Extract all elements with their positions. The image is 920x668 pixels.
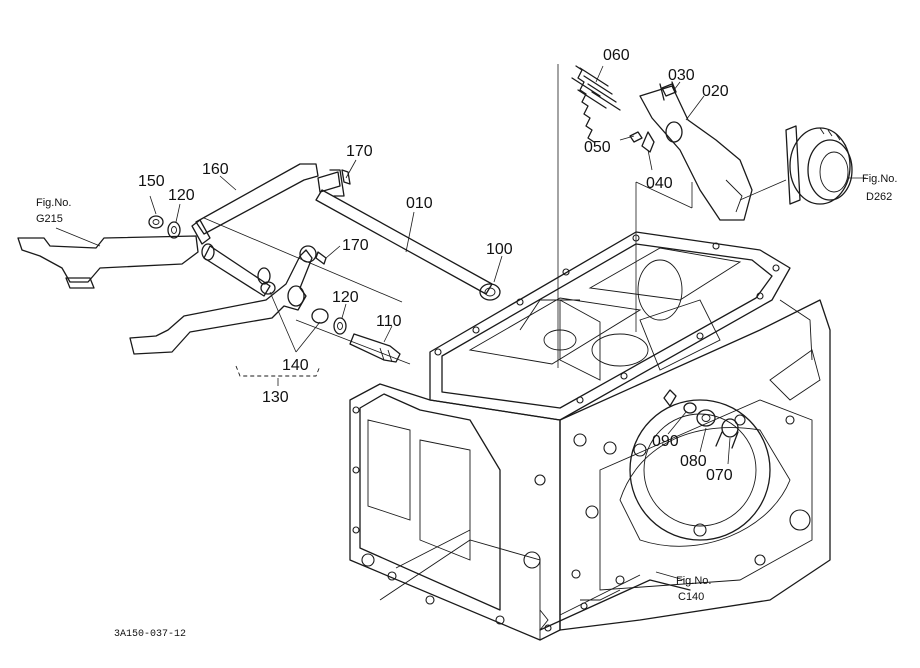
bolt-070 [715, 418, 739, 449]
washer-090 [683, 402, 697, 414]
label-100: 100 [486, 241, 513, 258]
label-030: 030 [668, 67, 695, 84]
transmission-housing [349, 231, 831, 641]
label-090: 090 [652, 433, 679, 450]
leader-lines [55, 64, 866, 581]
label-050: 050 [584, 139, 611, 156]
pin-030 [661, 83, 677, 97]
label-170-upper: 170 [346, 143, 373, 160]
label-170-lower: 170 [342, 237, 369, 254]
shift-fork-020 [639, 81, 753, 221]
rod-160 [191, 163, 319, 245]
label-150: 150 [138, 173, 165, 190]
label-080: 080 [680, 453, 707, 470]
pin-170-lower [315, 251, 327, 265]
stud-110 [349, 333, 401, 363]
bushing-150 [148, 215, 164, 229]
key-040 [641, 131, 655, 153]
label-110: 110 [376, 313, 402, 330]
part-labels: 060 030 020 050 040 170 160 150 120 010 … [138, 47, 733, 484]
bushing-140 [260, 281, 329, 324]
pin-170-upper [341, 169, 351, 185]
drawing-number: 3A150-037-12 [114, 629, 186, 640]
label-020: 020 [702, 83, 729, 100]
label-070: 070 [706, 467, 733, 484]
bushing-100 [479, 283, 501, 301]
label-140: 140 [282, 357, 309, 374]
shaft-010 [315, 169, 493, 295]
coupler-d262 [785, 125, 853, 205]
spring-060 [571, 65, 621, 143]
label-130: 130 [262, 389, 289, 406]
figure-references: Fig.No. G215 Fig.No. D262 Fig.No. C140 [36, 173, 897, 603]
label-060: 060 [603, 47, 630, 64]
fig-ref-c140-code: C140 [678, 591, 704, 603]
label-120-lower: 120 [332, 289, 359, 306]
washer-120-lower [333, 317, 347, 335]
clip-090 [663, 389, 677, 407]
fig-ref-g215-code: G215 [36, 213, 63, 225]
fig-ref-c140-label: Fig.No. [676, 575, 711, 587]
label-120-upper: 120 [168, 187, 195, 204]
label-010: 010 [406, 195, 433, 212]
washer-120-upper [167, 221, 181, 239]
washer-080 [696, 409, 716, 427]
clip-050 [629, 131, 643, 143]
fig-ref-d262-label: Fig.No. [862, 173, 897, 185]
label-040: 040 [646, 175, 673, 192]
fig-ref-d262-code: D262 [866, 191, 892, 203]
pedal-lever-g215 [17, 235, 199, 289]
label-160: 160 [202, 161, 229, 178]
fig-ref-g215-label: Fig.No. [36, 197, 71, 209]
